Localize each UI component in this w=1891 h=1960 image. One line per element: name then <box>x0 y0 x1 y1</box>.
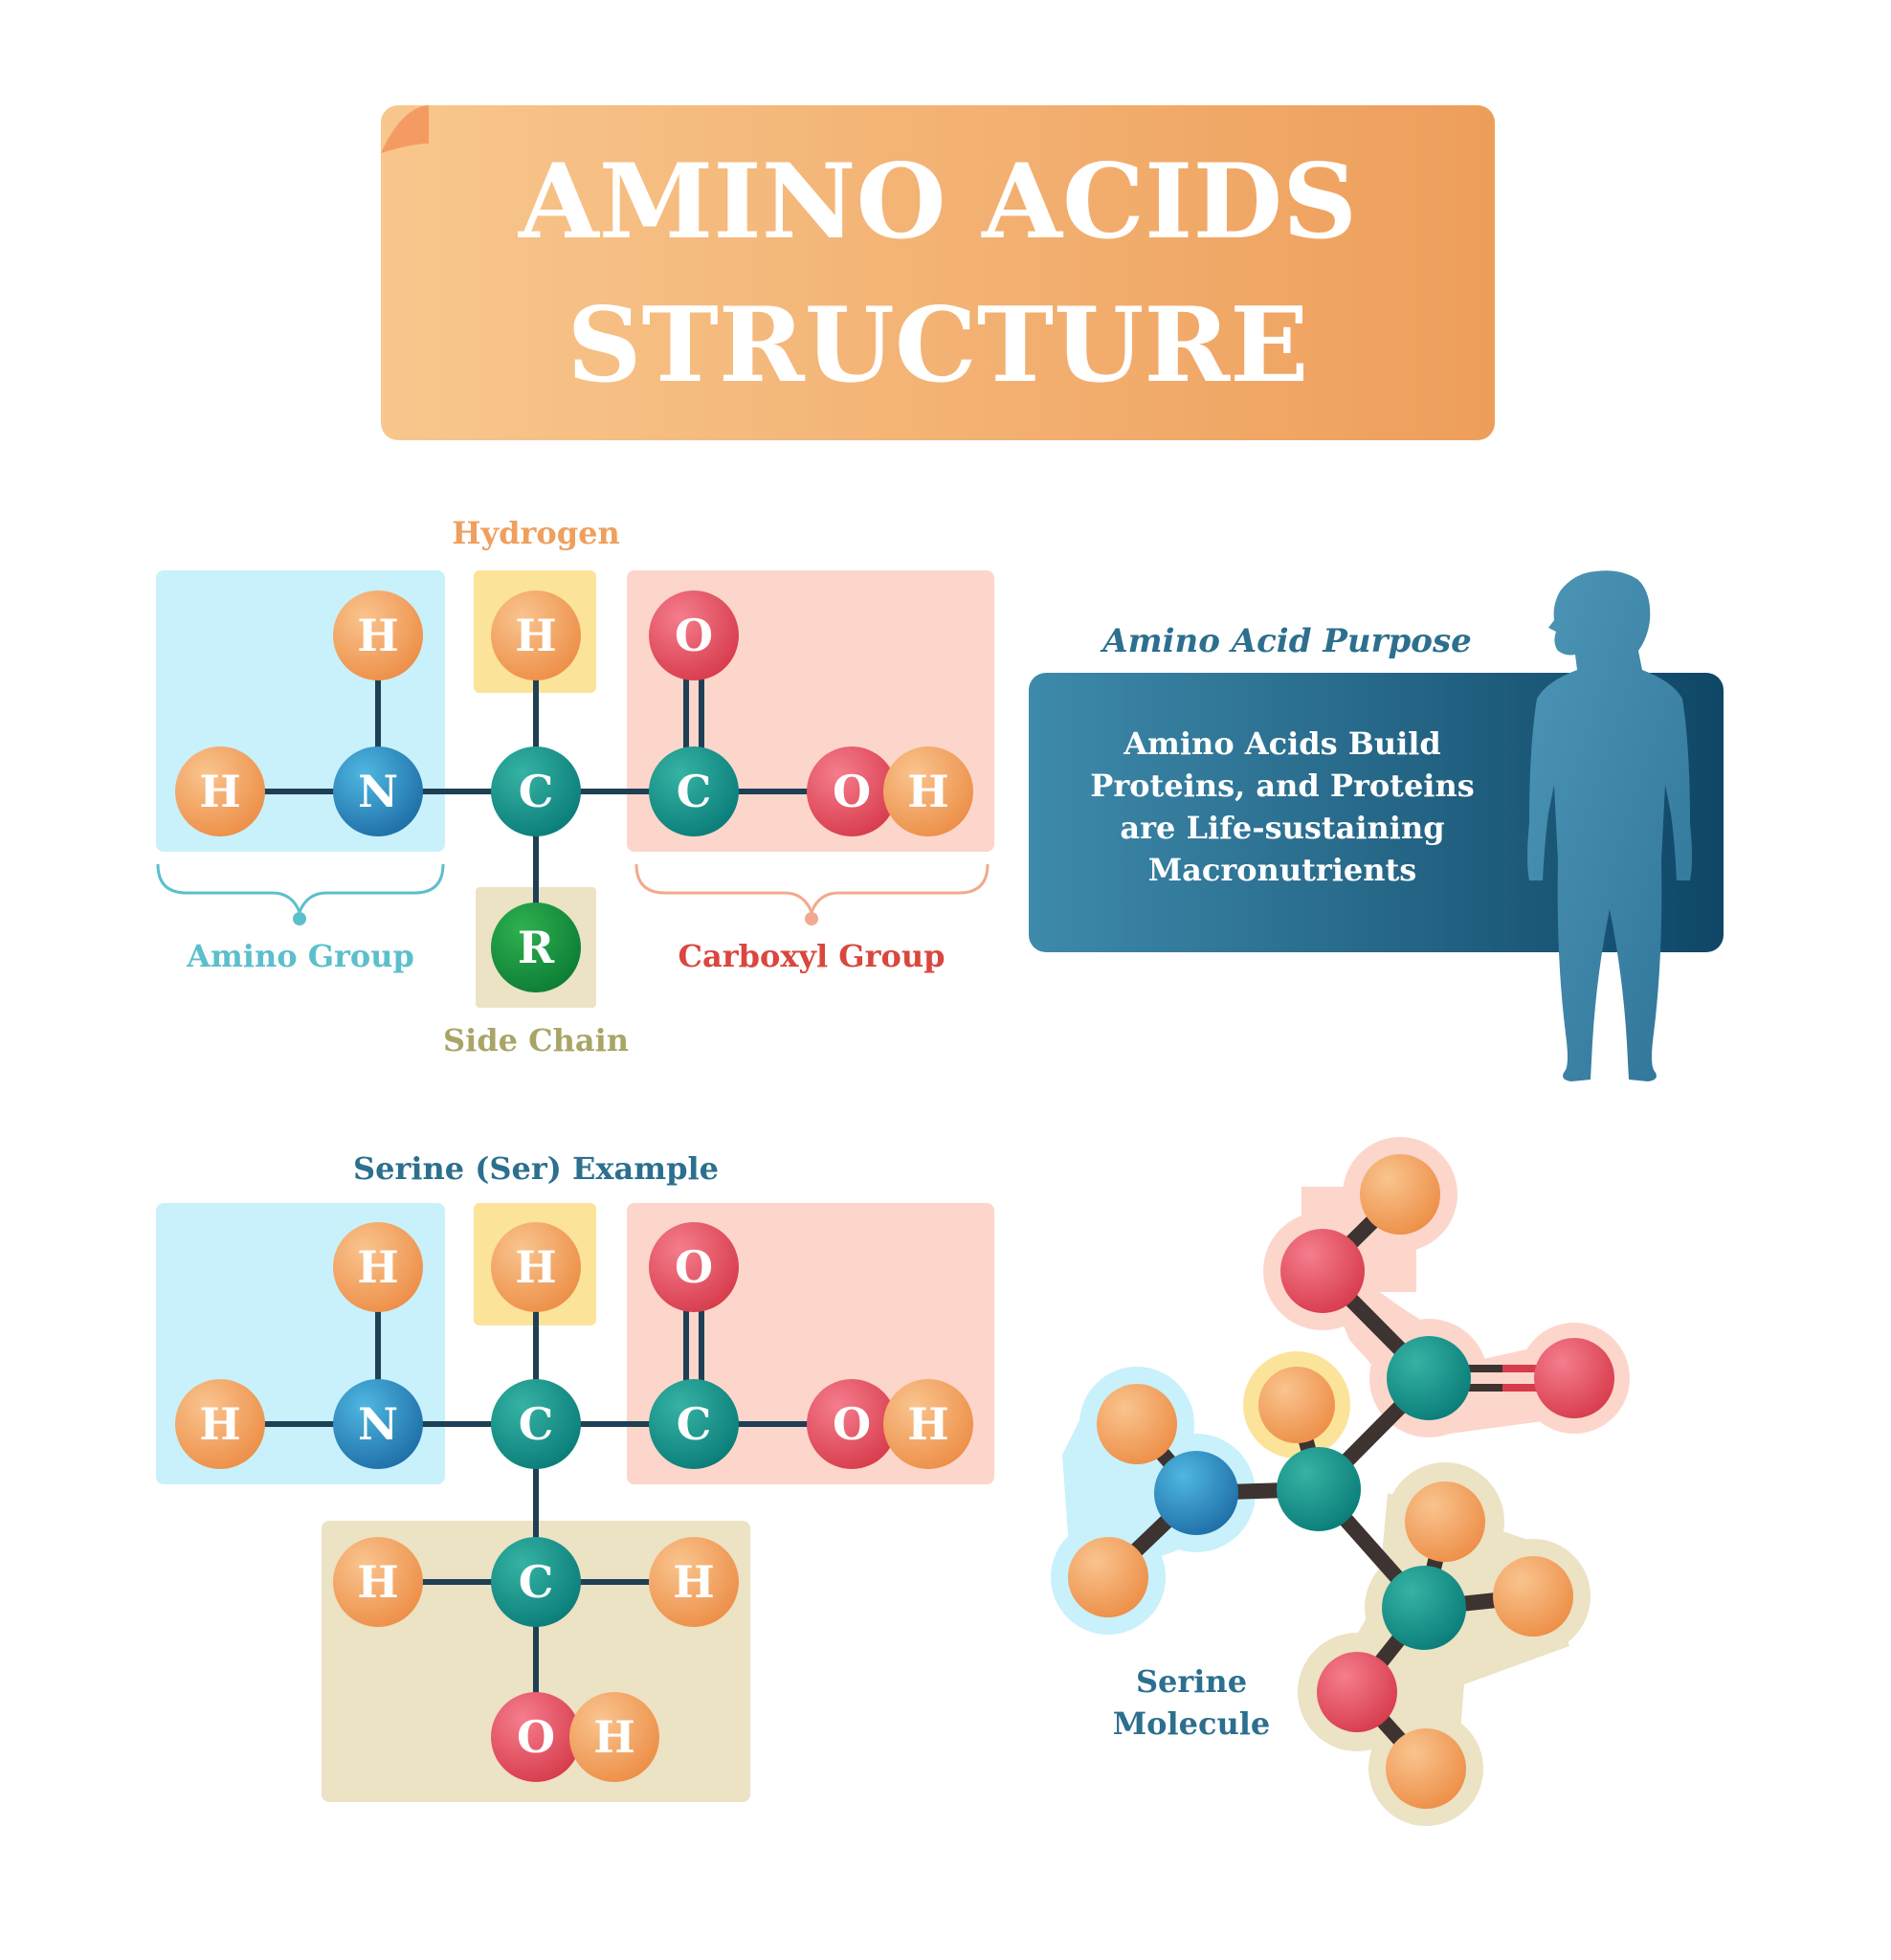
atom-h: H <box>883 746 973 836</box>
svg-text:H: H <box>673 1556 714 1608</box>
atom-c-alpha: C <box>491 746 581 836</box>
molecule-atom-h <box>1386 1728 1466 1809</box>
atom-h: H <box>491 1222 581 1312</box>
svg-text:H: H <box>907 1398 948 1450</box>
molecule-atom-o <box>1280 1229 1365 1313</box>
atom-c-carboxyl: C <box>649 1379 739 1469</box>
svg-text:C: C <box>519 1398 554 1450</box>
human-silhouette-icon <box>1527 570 1692 1081</box>
amino-group-label: Amino Group <box>186 938 414 974</box>
title-banner: AMINO ACIDS STRUCTURE <box>381 105 1495 440</box>
svg-text:H: H <box>515 610 556 661</box>
amino-group-brace <box>156 863 445 917</box>
atom-c-carboxyl: C <box>649 746 739 836</box>
serine-structure: Serine (Ser) Example H H O H N C C O H H… <box>156 1150 994 1802</box>
molecule-atom-h <box>1258 1367 1335 1443</box>
atom-h: H <box>175 1379 265 1469</box>
atom-h: H <box>333 1222 423 1312</box>
molecule-atom-h <box>1360 1154 1440 1235</box>
atom-o: O <box>491 1692 581 1782</box>
atom-h: H <box>333 1537 423 1627</box>
molecule-label-line-2: Molecule <box>1113 1705 1271 1742</box>
carboxyl-group-brace-dot <box>805 912 818 925</box>
molecule-atom-o <box>1534 1338 1614 1418</box>
atom-h: H <box>333 590 423 680</box>
svg-text:H: H <box>907 766 948 817</box>
molecule-atom-h <box>1493 1556 1573 1637</box>
molecule-atom-o <box>1317 1652 1397 1732</box>
purpose-line-3: are Life-sustaining <box>1120 810 1444 846</box>
molecule-atom-n <box>1154 1451 1238 1535</box>
hydrogen-label: Hydrogen <box>452 515 619 551</box>
svg-text:N: N <box>358 766 398 817</box>
atom-o: O <box>649 590 739 680</box>
svg-text:N: N <box>358 1398 398 1450</box>
svg-text:O: O <box>517 1711 555 1763</box>
purpose-line-4: Macronutrients <box>1148 852 1417 888</box>
atom-o: O <box>649 1222 739 1312</box>
svg-text:R: R <box>518 922 555 973</box>
carboxyl-group-label: Carboxyl Group <box>679 938 946 974</box>
svg-text:H: H <box>515 1241 556 1293</box>
svg-text:H: H <box>199 766 240 817</box>
molecule-atom-c <box>1387 1336 1471 1420</box>
svg-text:C: C <box>677 1398 712 1450</box>
molecule-atom-h <box>1068 1537 1148 1617</box>
molecule-label-line-1: Serine <box>1136 1663 1247 1700</box>
molecule-atom-h <box>1405 1481 1485 1562</box>
svg-text:C: C <box>519 1556 554 1608</box>
serine-3d-molecule: Serine Molecule <box>1051 1137 1630 1826</box>
molecule-atom-c <box>1277 1447 1361 1531</box>
carboxyl-group-brace <box>634 863 990 917</box>
atom-c-alpha: C <box>491 1379 581 1469</box>
purpose-panel: Amino Acid Purpose Amino Acids Build Pro… <box>1029 570 1724 1081</box>
svg-text:H: H <box>357 1556 398 1608</box>
purpose-line-1: Amino Acids Build <box>1123 725 1441 762</box>
atom-h: H <box>569 1692 659 1782</box>
svg-text:C: C <box>677 766 712 817</box>
molecule-atom-h <box>1097 1384 1177 1464</box>
serine-heading: Serine (Ser) Example <box>353 1150 719 1187</box>
svg-text:H: H <box>593 1711 634 1763</box>
atom-h: H <box>883 1379 973 1469</box>
svg-text:H: H <box>357 1241 398 1293</box>
svg-text:O: O <box>675 1241 713 1293</box>
atom-o: O <box>807 1379 897 1469</box>
atom-c-side: C <box>491 1537 581 1627</box>
atom-h: H <box>175 746 265 836</box>
svg-text:H: H <box>199 1398 240 1450</box>
atom-h: H <box>649 1537 739 1627</box>
svg-text:C: C <box>519 766 554 817</box>
amino-group-brace-dot <box>293 912 306 925</box>
molecule-atom-c <box>1382 1566 1466 1650</box>
atom-n: N <box>333 1379 423 1469</box>
atom-h: H <box>491 590 581 680</box>
svg-text:O: O <box>675 610 713 661</box>
purpose-line-2: Proteins, and Proteins <box>1090 768 1474 804</box>
atom-o: O <box>807 746 897 836</box>
title-line-1: AMINO ACIDS <box>518 142 1357 262</box>
purpose-heading: Amino Acid Purpose <box>1100 622 1472 660</box>
general-structure: Hydrogen H H O H N C C O H R Amino Group… <box>156 515 994 1058</box>
side-chain-label: Side Chain <box>443 1022 629 1058</box>
title-line-2: STRUCTURE <box>567 285 1309 406</box>
title-corner-fold <box>381 105 429 153</box>
svg-text:H: H <box>357 610 398 661</box>
atom-r: R <box>491 902 581 992</box>
atom-n: N <box>333 746 423 836</box>
title-background <box>381 105 1495 440</box>
svg-text:O: O <box>833 1398 871 1450</box>
svg-text:O: O <box>833 766 871 817</box>
